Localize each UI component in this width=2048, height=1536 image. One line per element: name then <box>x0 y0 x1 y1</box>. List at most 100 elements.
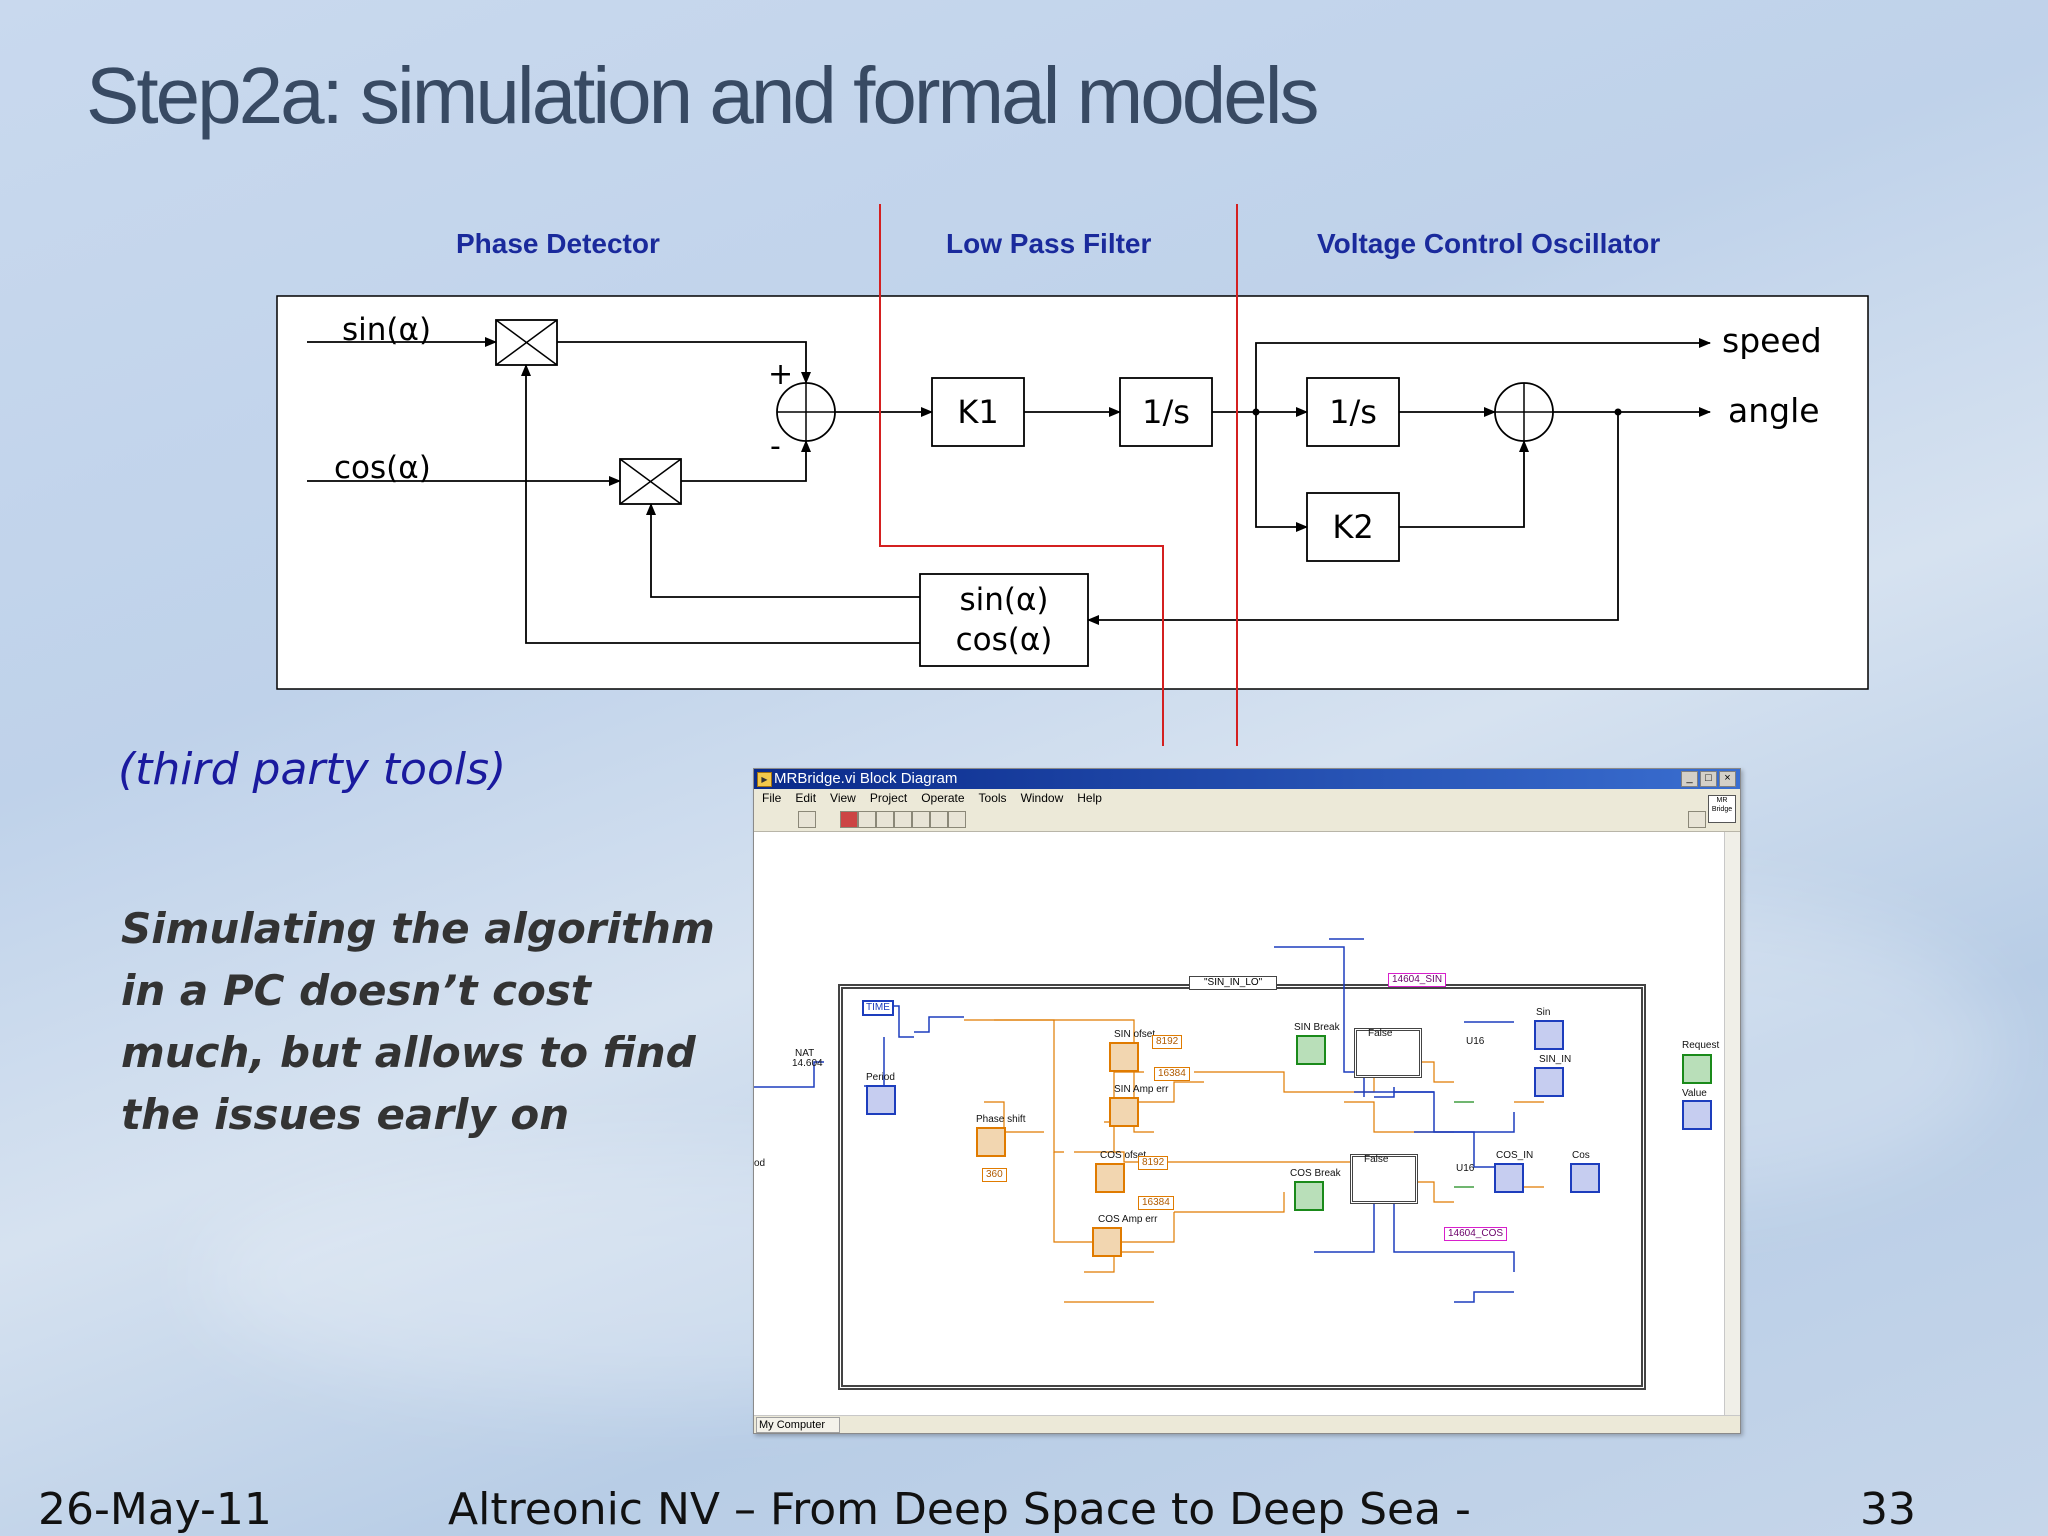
sin-break-label: SIN Break <box>1294 1022 1340 1033</box>
cos-amp-err-control[interactable] <box>1092 1227 1122 1257</box>
u16-label-2: U16 <box>1456 1163 1475 1174</box>
cos-false-case[interactable] <box>1350 1154 1418 1204</box>
section-label-phase-detector: Phase Detector <box>456 228 660 259</box>
sin-false-case[interactable] <box>1354 1028 1422 1078</box>
junction-dot <box>1614 408 1622 416</box>
cos-const[interactable]: 14604_COS <box>1444 1227 1508 1241</box>
const-360[interactable]: 360 <box>982 1168 1007 1182</box>
vertical-scrollbar[interactable] <box>1724 832 1740 1415</box>
slide-title: Step2a: simulation and formal models <box>86 51 1319 140</box>
labview-window-title: MRBridge.vi Block Diagram <box>774 770 958 787</box>
maximize-icon[interactable]: □ <box>1700 771 1717 787</box>
labview-block-diagram-canvas[interactable]: "SIN_IN_LO" <box>754 832 1724 1415</box>
case-selector[interactable]: "SIN_IN_LO" <box>1189 976 1278 990</box>
labview-menubar: File Edit View Project Operate Tools Win… <box>754 789 1740 807</box>
request-label: Request <box>1682 1040 1720 1051</box>
sin-amp-err-label: SIN Amp err <box>1114 1084 1169 1095</box>
cos-in-label: COS_IN <box>1496 1150 1534 1161</box>
nat-value: 14.604 <box>792 1058 823 1069</box>
sin-in-label: SIN_IN <box>1539 1054 1572 1065</box>
gain-k2-label: K2 <box>1332 508 1373 546</box>
abort-icon[interactable] <box>840 811 858 828</box>
horizontal-scrollbar[interactable]: My Computer <box>754 1415 1740 1433</box>
junction-dot <box>1252 408 1260 416</box>
multiplier-block-cos <box>619 458 682 505</box>
footer-page-number: 33 <box>1860 1484 1916 1535</box>
output-speed-label: speed <box>1722 321 1822 360</box>
period-label: Period <box>866 1072 895 1083</box>
u16-label-1: U16 <box>1466 1036 1485 1047</box>
step-over-icon[interactable] <box>930 811 948 828</box>
labview-titlebar: ▶ MRBridge.vi Block Diagram _ □ × <box>754 769 1740 789</box>
cos-break-control[interactable] <box>1294 1181 1324 1211</box>
cos-false-label: False <box>1364 1154 1389 1165</box>
sin-amp-err-control[interactable] <box>1109 1097 1139 1127</box>
menu-help[interactable]: Help <box>1077 791 1102 805</box>
section-divider-lines <box>879 204 1238 746</box>
sin-label: Sin <box>1536 1007 1551 1018</box>
integrator-2-label: 1/s <box>1329 393 1377 431</box>
sin-offset-value[interactable]: 8192 <box>1152 1035 1183 1049</box>
gain-block-k1 <box>931 377 1025 447</box>
sin-amp-value[interactable]: 16384 <box>1154 1067 1190 1081</box>
step-into-icon[interactable] <box>912 811 930 828</box>
sincos-feedback-block <box>919 573 1089 667</box>
minimize-icon[interactable]: _ <box>1681 771 1698 787</box>
section-label-low-pass-filter: Low Pass Filter <box>946 228 1152 259</box>
integrator-block-2 <box>1306 377 1400 447</box>
input-sin-label: sin(α) <box>342 312 431 348</box>
labview-app-icon: ▶ <box>757 772 772 787</box>
help-icon[interactable] <box>1688 811 1706 828</box>
period-control[interactable] <box>866 1085 896 1115</box>
menu-window[interactable]: Window <box>1020 791 1064 805</box>
footer-center: Altreonic NV – From Deep Space to Deep S… <box>448 1484 1471 1535</box>
sin-offset-control[interactable] <box>1109 1042 1139 1072</box>
output-angle-label: angle <box>1728 391 1820 430</box>
integrator-1-label: 1/s <box>1142 393 1190 431</box>
labview-toolbar <box>754 807 1740 832</box>
cos-offset-value[interactable]: 8192 <box>1138 1156 1169 1170</box>
od-label: od <box>754 1158 766 1169</box>
cos-break-label: COS Break <box>1290 1168 1341 1179</box>
third-party-note: (third party tools) <box>118 744 507 795</box>
step-out-icon[interactable] <box>948 811 966 828</box>
value-indicator[interactable] <box>1682 1100 1712 1130</box>
gain-block-k2 <box>1306 492 1400 562</box>
run-arrow-icon[interactable] <box>798 811 816 828</box>
menu-operate[interactable]: Operate <box>921 791 965 805</box>
highlight-execution-icon[interactable] <box>876 811 894 828</box>
menu-project[interactable]: Project <box>869 791 908 805</box>
close-icon[interactable]: × <box>1719 771 1736 787</box>
request-indicator[interactable] <box>1682 1054 1712 1084</box>
sin-in-indicator[interactable] <box>1534 1067 1564 1097</box>
cos-amp-value[interactable]: 16384 <box>1138 1196 1174 1210</box>
sin-break-control[interactable] <box>1296 1035 1326 1065</box>
menu-file[interactable]: File <box>762 791 782 805</box>
phase-shift-control[interactable] <box>976 1127 1006 1157</box>
menu-view[interactable]: View <box>830 791 856 805</box>
cos-in-indicator[interactable] <box>1494 1163 1524 1193</box>
section-label-vco: Voltage Control Oscillator <box>1317 228 1661 259</box>
vi-icon: MR Bridge <box>1708 795 1736 823</box>
footer-date: 26-May-11 <box>38 1484 272 1535</box>
time-node[interactable]: TIME <box>862 1000 894 1016</box>
cos-offset-control[interactable] <box>1095 1163 1125 1193</box>
sum-minus-sign: - <box>770 429 781 464</box>
sum-plus-sign: + <box>768 357 793 392</box>
menu-edit[interactable]: Edit <box>795 791 817 805</box>
sin-false-label: False <box>1368 1028 1393 1039</box>
menu-tools[interactable]: Tools <box>978 791 1007 805</box>
retain-wire-values-icon[interactable] <box>894 811 912 828</box>
sin-const[interactable]: 14604_SIN <box>1388 973 1447 987</box>
value-label: Value <box>1682 1088 1707 1099</box>
signal-wires <box>307 337 1711 644</box>
feedback-cos-label: cos(α) <box>956 622 1053 658</box>
context-label: My Computer <box>756 1417 840 1433</box>
pause-icon[interactable] <box>858 811 876 828</box>
cos-graph[interactable] <box>1570 1163 1600 1193</box>
sum-junction-angle <box>1494 382 1554 442</box>
sin-graph[interactable] <box>1534 1020 1564 1050</box>
input-cos-label: cos(α) <box>334 450 431 486</box>
body-text: Simulating the algorithm in a PC doesn’t… <box>121 904 715 1139</box>
cos-label: Cos <box>1572 1150 1590 1161</box>
